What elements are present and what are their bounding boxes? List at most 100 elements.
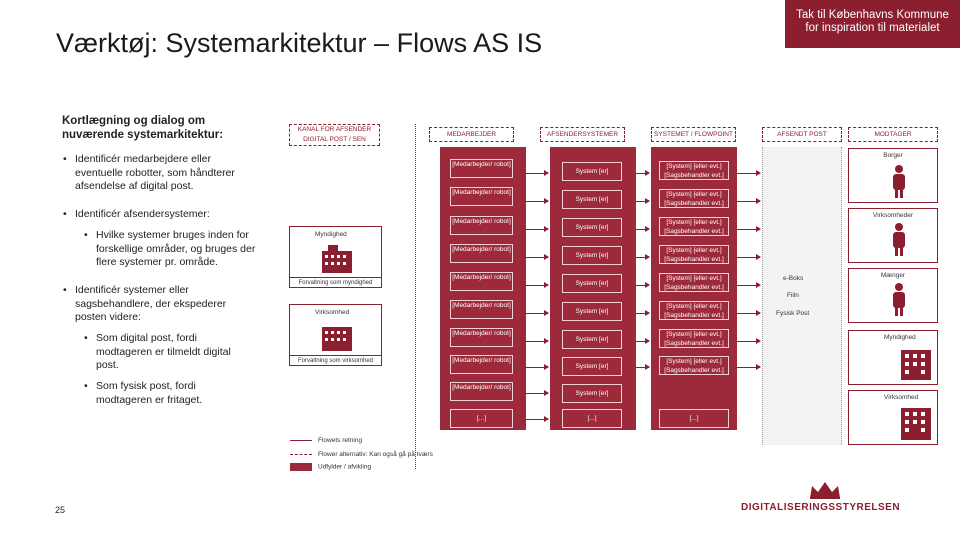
page-number: 25 [55,505,66,515]
post-label-fysisk: Fysisk Post [776,310,810,317]
system-cell: System [er] [562,384,622,403]
bullet-text: Som digital post, fordi modtageren er ti… [96,332,231,371]
flowpoint-cell: [System] [eller evt.] [Sagsbehandler evt… [659,245,729,264]
system-cell: System [er] [562,302,622,321]
receiver-label: Virksomhed [884,394,919,401]
medarbejder-cell: [Medarbejder/ robot] [450,187,513,206]
building-icon [901,408,931,440]
system-cell: System [er] [562,330,622,349]
flow-arrow [526,364,549,370]
post-label-eboks: e-Boks [783,275,804,282]
flow-arrow [737,170,761,176]
header-modtager: MODTAGER [848,127,938,142]
flowpoint-cell: [System] [eller evt.] [Sagsbehandler evt… [659,273,729,292]
bullet-1: •Identificér medarbejdere eller eventuel… [63,153,235,192]
afsendt-post-column [762,147,842,445]
flowpoint-column: [System] [eller evt.] [Sagsbehandler evt… [651,147,737,430]
credit-line-1: Tak til Københavns Kommune [796,9,949,21]
system-cell: System [er] [562,357,622,376]
bullet-text: Identificér afsendersystemer: [75,208,210,220]
flow-arrow [526,338,549,344]
flow-arrow [526,254,549,260]
logo-text: DIGITALISERINGSSTYRELSEN [741,502,901,513]
system-cell: System [er] [562,274,622,293]
flow-arrow [636,226,650,232]
sub-bullet-3: •Som fysisk post, fordi modtageren er fr… [84,380,203,406]
medarbejder-cell: [Medarbejder/ robot] [450,244,513,263]
sender-box-label: Virksomhed [315,309,350,316]
medarbejder-cell: [Medarbejder/ robot] [450,382,513,401]
bullet-text: Som fysisk post, fordi modtageren er fri… [96,380,203,406]
header-medarbejder: MEDARBEJDER [429,127,514,142]
bullet-text: Hvilke systemer bruges inden for forskel… [96,229,256,268]
system-cell: System [er] [562,246,622,265]
legend-dashed-swatch [290,453,312,455]
digitaliseringsstyrelsen-logo [810,482,840,499]
flow-arrow [737,310,761,316]
receiver-label: Virksomheder [873,212,913,219]
medarbejder-cell: [...] [450,409,513,428]
sender-box-caption: Forvaltning som virksomhed [289,355,382,366]
flowpoint-cell: [System] [eller evt.] [Sagsbehandler evt… [659,189,729,208]
post-label-fiiln: Fiiln [787,292,799,299]
flowpoint-cell: [System] [eller evt.] [Sagsbehandler evt… [659,301,729,320]
flow-arrow [636,282,650,288]
flow-arrow [737,364,761,370]
bullet-3: •Identificér systemer eller sagsbehandle… [63,284,227,323]
bullet-2: •Identificér afsendersystemer: [63,208,210,220]
legend-fill-swatch [290,463,312,471]
system-cell: System [er] [562,190,622,209]
receiver-label: Mænger [880,272,906,279]
legend-label: Udfylder / afvikling [318,463,372,471]
medarbejder-cell: [Medarbejder/ robot] [450,272,513,291]
receiver-label: Myndighed [884,334,916,341]
sub-bullet-2: •Som digital post, fordi modtageren er t… [84,332,231,371]
flow-arrow [526,390,549,396]
flow-arrow [737,198,761,204]
sender-box-virksomhed: Virksomhed Forvaltning som virksomhed [289,304,382,366]
slide-title: Værktøj: Systemarkitektur – Flows AS IS [56,28,543,58]
flow-arrow [737,226,761,232]
flow-arrow [737,282,761,288]
sender-box-myndighed: Myndighed Forvaltning som myndighed [289,226,382,288]
header-afsendersystemer: AFSENDERSYSTEMER [540,127,625,142]
flowpoint-cell: [System] [eller evt.] [Sagsbehandler evt… [659,161,729,180]
receiver-borger: Borger [848,148,938,203]
separator-line [415,124,416,469]
person-icon [893,283,905,316]
person-icon [893,165,905,198]
flow-arrow [737,254,761,260]
building-icon [322,245,352,273]
medarbejder-cell: [Medarbejder/ robot] [450,355,513,374]
flow-arrow [636,310,650,316]
legend-label: Flowets retning [318,437,363,444]
header-afsendt-post: AFSENDT POST [762,127,842,142]
sub-bullet-1: •Hvilke systemer bruges inden for forske… [84,229,256,268]
credit-banner: Tak til Københavns Kommune for inspirati… [785,0,960,48]
system-cell: System [er] [562,218,622,237]
legend-arrow-swatch [290,439,312,441]
flow-arrow [636,254,650,260]
medarbejder-cell: [Medarbejder/ robot] [450,216,513,235]
legend-alt-flow: Flower alternativ: Kan også gå på tværs [290,451,433,458]
medarbejder-cell: [Medarbejder/ robot] [450,300,513,319]
flow-arrow [526,170,549,176]
legend-flow: Flowets retning [290,437,362,444]
afsendersystemer-column: System [er] System [er] System [er] Syst… [550,147,636,430]
building-icon [322,327,352,351]
system-cell: [...] [562,409,622,428]
receiver-label: Borger [883,152,903,159]
medarbejder-cell: [Medarbejder/ robot] [450,159,513,178]
flow-arrow [526,416,549,422]
legend-label: Flower alternativ: Kan også gå på tværs [318,451,433,458]
flow-arrow [636,170,650,176]
flowpoint-cell: [System] [eller evt.] [Sagsbehandler evt… [659,217,729,236]
sender-box-label: Myndighed [315,231,347,238]
flow-arrow [636,338,650,344]
intro-text: Kortlægning og dialog om nuværende syste… [62,115,224,141]
flow-arrow [737,338,761,344]
flow-arrow [526,226,549,232]
header-systemet: SYSTEMET / FLOWPOINT [651,127,736,142]
person-icon [893,223,905,256]
flow-arrow [526,198,549,204]
